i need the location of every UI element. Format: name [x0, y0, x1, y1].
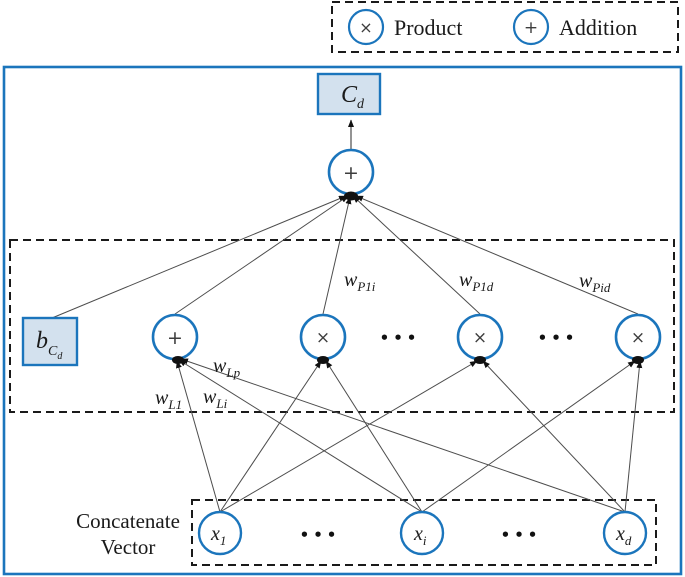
wP1i-sub: P1i [356, 279, 375, 294]
output-box [316, 72, 382, 116]
bias-box [21, 316, 79, 367]
input-label-xd: xd [615, 523, 632, 548]
edge-xd-sum [180, 358, 626, 513]
output-sub: d [357, 97, 365, 112]
edge-prod2-sumtop [352, 195, 481, 315]
weight-label-wP1d: wP1d [459, 269, 494, 294]
legend-product-label: Product [394, 15, 462, 40]
weight-label-wLp: wLp [213, 355, 241, 380]
legend-addition-icon [512, 8, 550, 46]
hidden-to-output-edges [51, 195, 639, 319]
input-node-xi [399, 510, 445, 556]
weight-label-wPid: wPid [579, 270, 611, 295]
wLi-sub: Li [215, 396, 227, 411]
edge-xi-prod3 [421, 360, 636, 513]
wL1-base: w [155, 387, 169, 409]
arrow-cluster-prod3 [632, 356, 644, 364]
weight-label-wLi: wLi [203, 386, 228, 411]
prod1-symbol: × [316, 328, 330, 348]
wPid-base: w [579, 270, 593, 292]
hidden-layer-box [9, 239, 675, 413]
edge-prod3-sumtop [355, 195, 639, 315]
edge-x1-prod2 [219, 360, 478, 513]
edge-summid-sumtop [174, 195, 349, 315]
input-layer-box [191, 499, 657, 566]
wLp-sub: Lp [225, 365, 240, 380]
input-label-xi: xi [413, 523, 427, 548]
edge-xd-prod3 [624, 360, 643, 513]
arrow-cluster-top [344, 191, 358, 201]
input-ellipsis-2: ••• [501, 526, 542, 544]
output-base: C [341, 82, 358, 108]
bias-base: b [36, 328, 48, 354]
xd-sub: d [625, 533, 632, 548]
concatenate-label-line1: Concatenate [76, 509, 180, 533]
edge-xi-sum [178, 359, 423, 513]
xi-base: x [413, 523, 423, 545]
bias-sub: C [48, 344, 58, 359]
outer-model-box [2, 65, 683, 576]
edge-xi-prod1 [325, 360, 423, 513]
wLp-base: w [213, 355, 227, 377]
input-node-x1 [197, 510, 243, 556]
x1-base: x [210, 523, 220, 545]
prod2-symbol: × [473, 328, 487, 348]
wP1i-base: w [344, 269, 358, 291]
mid-ellipsis-1: ••• [380, 329, 421, 347]
edge-x1-sum [176, 360, 221, 513]
input-ellipsis-1: ••• [300, 526, 341, 544]
input-node-xd [602, 510, 648, 556]
concatenate-label-line2: Vector [101, 535, 156, 559]
input-to-hidden-edges [176, 358, 643, 513]
wP1d-base: w [459, 269, 473, 291]
input-label-x1: x1 [210, 523, 226, 548]
arrow-cluster-sum [172, 356, 184, 364]
legend-product-symbol: × [359, 18, 372, 37]
arrow-cluster-prod1 [317, 356, 329, 364]
legend-product-icon [347, 8, 385, 46]
top-sum-symbol: + [343, 162, 359, 184]
weight-label-wP1i: wP1i [344, 269, 376, 294]
bias-box-label: bCd [36, 328, 63, 362]
edge-prod1-sumtop [322, 196, 352, 315]
legend-box [331, 1, 679, 53]
weight-label-wL1: wL1 [155, 387, 182, 412]
edge-xd-prod2 [482, 360, 626, 513]
edge-bias-sumtop [51, 195, 347, 319]
wPid-sub: Pid [591, 280, 611, 295]
prod3-symbol: × [631, 328, 645, 348]
mid-sum-symbol: + [167, 327, 183, 349]
arrow-cluster-prod2 [474, 356, 486, 364]
output-box-label: Cd [341, 82, 365, 112]
legend-addition-label: Addition [559, 15, 637, 40]
wLi-base: w [203, 386, 217, 408]
x1-sub: 1 [220, 533, 227, 548]
wL1-sub: L1 [167, 397, 182, 412]
wP1d-sub: P1d [471, 279, 493, 294]
bias-subsub: d [57, 351, 63, 362]
legend-addition-symbol: + [524, 18, 538, 38]
xi-sub: i [423, 533, 427, 548]
edge-x1-prod1 [219, 360, 322, 513]
mid-ellipsis-2: ••• [538, 329, 579, 347]
xd-base: x [615, 523, 625, 545]
